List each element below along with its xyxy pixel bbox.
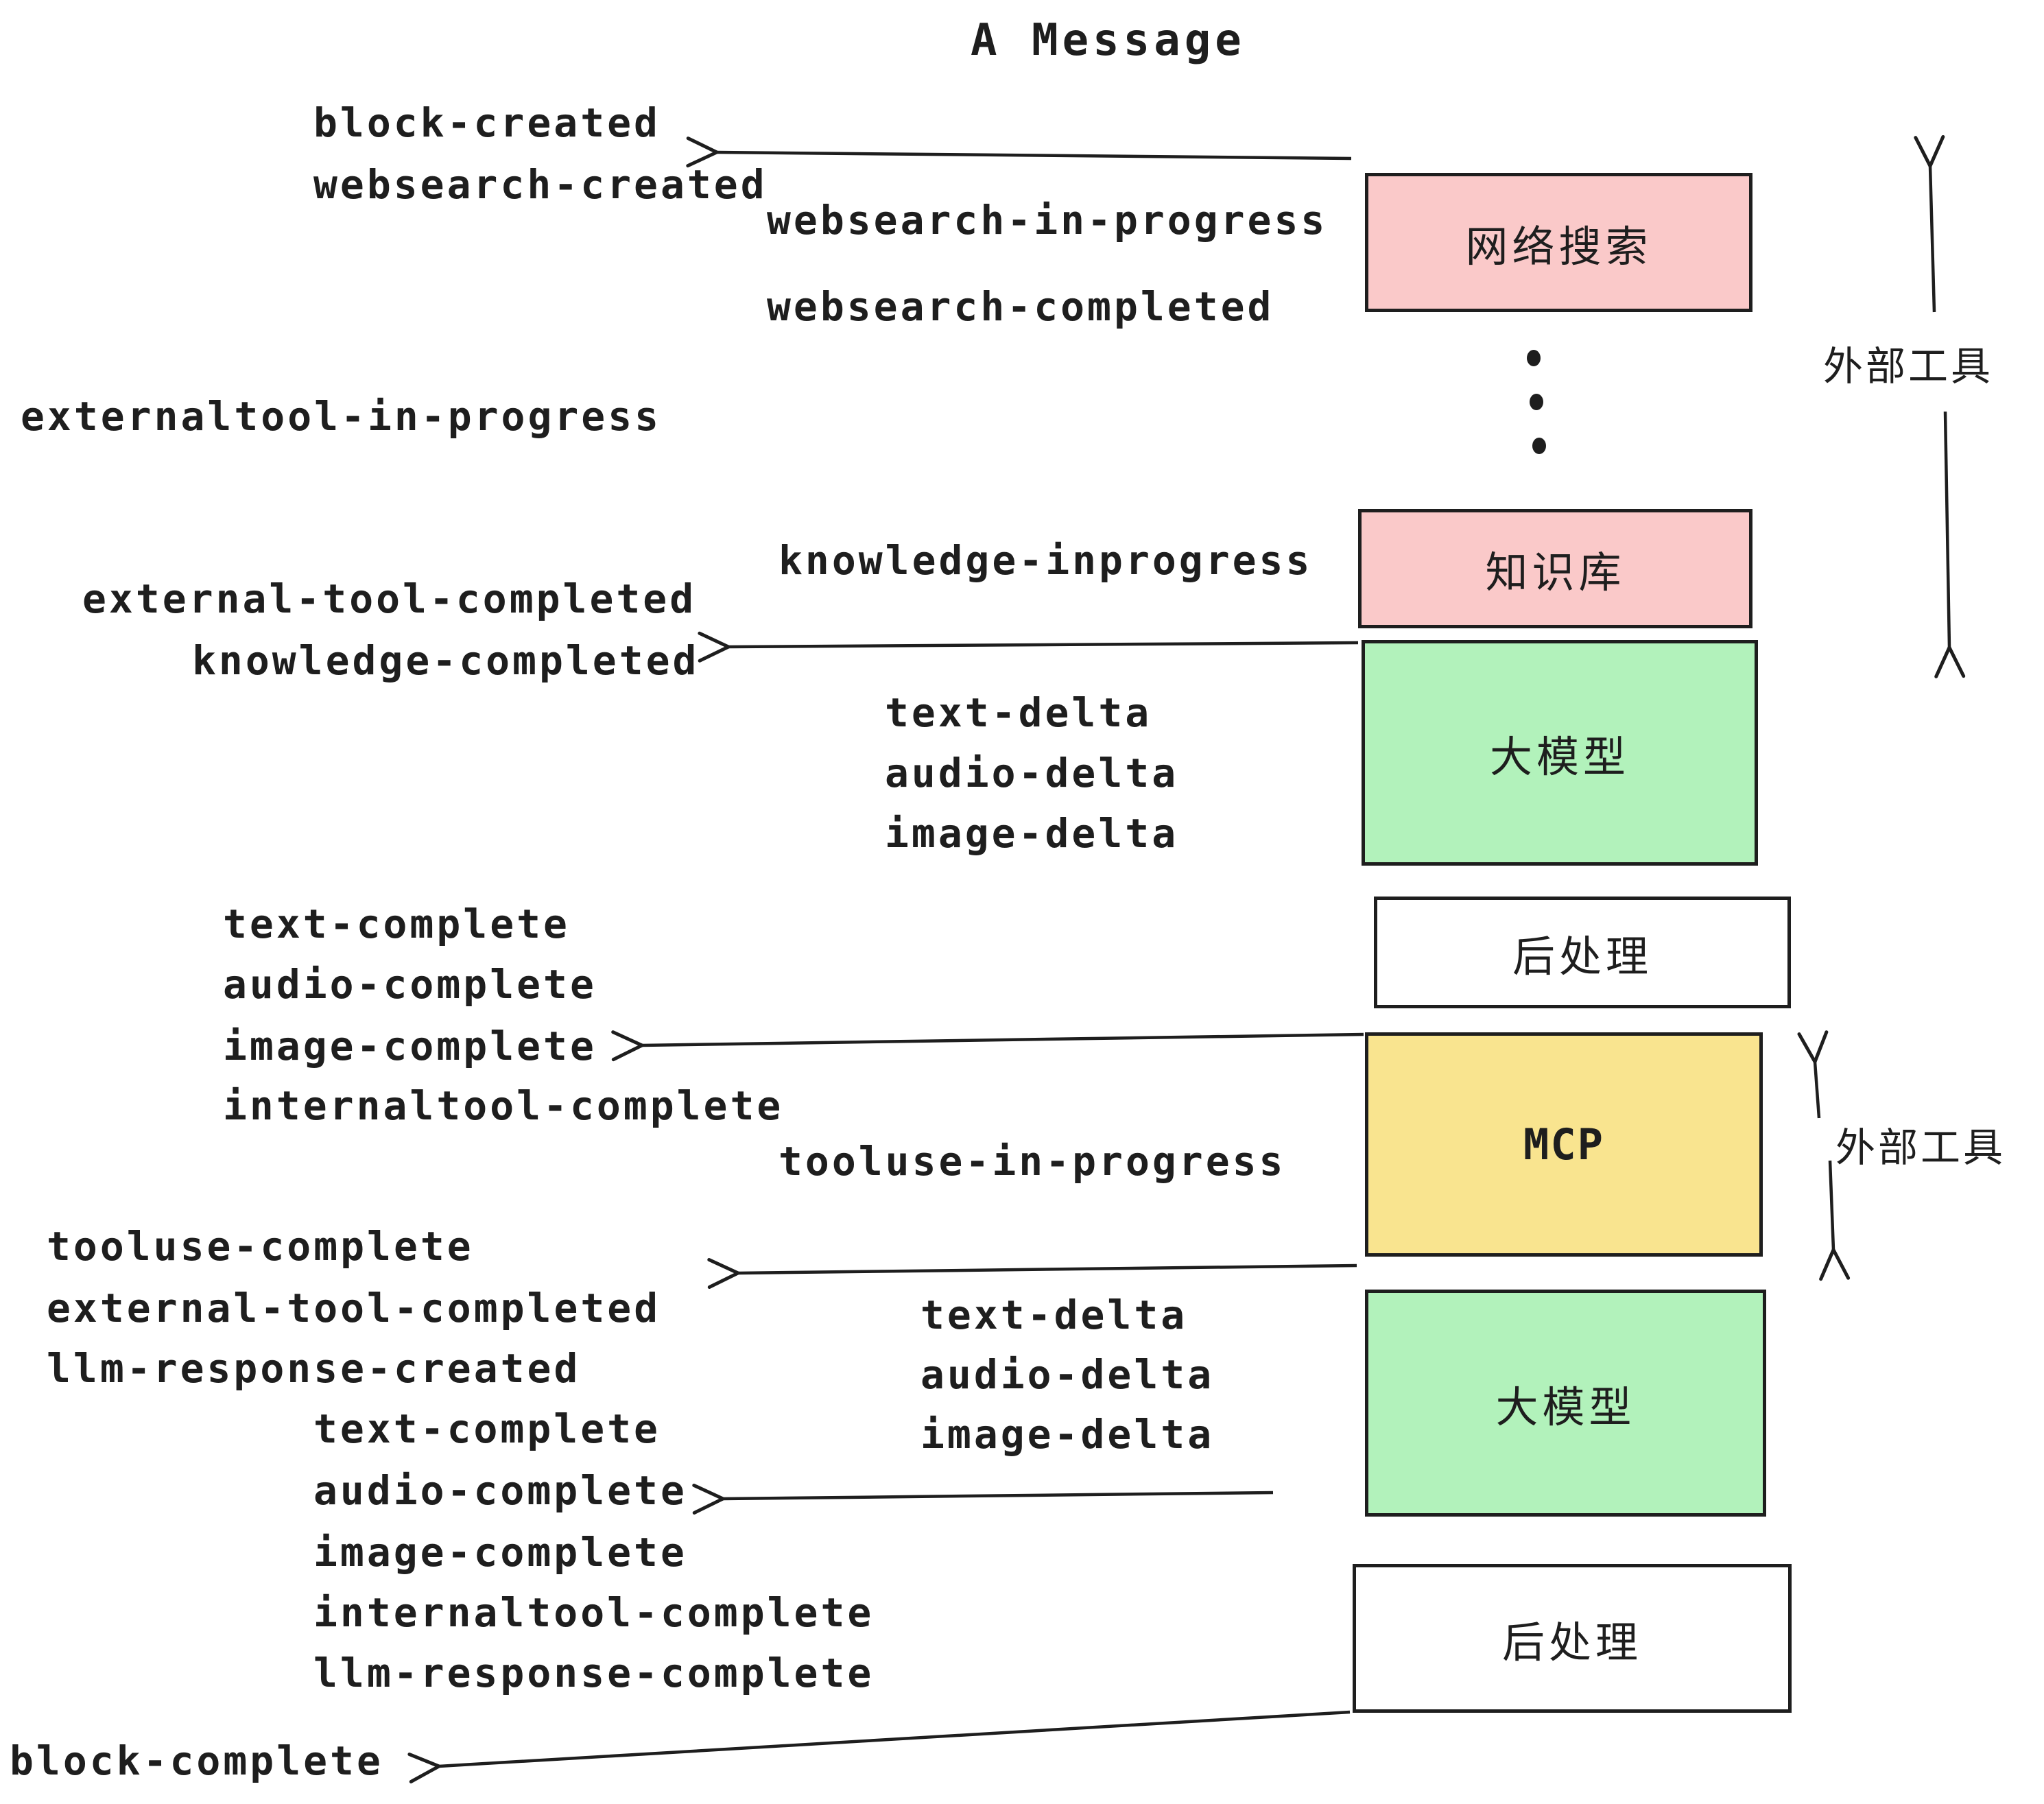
external-tool-label-2: 外部工具 [1835, 1124, 2006, 1171]
arrow-to-knowledge-completed [698, 631, 1359, 663]
event-block-created: block-created [313, 99, 661, 146]
event-internaltool-complete-1: internaltool-complete [223, 1082, 784, 1129]
box-websearch: 网络搜索 [1365, 173, 1752, 312]
event-image-complete-2: image-complete [313, 1529, 687, 1576]
vertical-ellipsis-icon [1532, 438, 1546, 454]
event-text-delta-2: text-delta [920, 1292, 1188, 1338]
box-llm-2-label: 大模型 [1495, 1381, 1636, 1432]
box-llm-1-label: 大模型 [1489, 731, 1630, 782]
arrow-to-block-complete [407, 1710, 1351, 1783]
box-postprocess-2-label: 后处理 [1501, 1617, 1642, 1667]
box-mcp-label: MCP [1523, 1119, 1604, 1170]
event-image-complete-1: image-complete [223, 1023, 597, 1069]
external-tool-up-arrow-2 [1797, 1030, 1829, 1119]
event-text-delta-1: text-delta [885, 689, 1152, 736]
diagram-title: A Message [971, 15, 1246, 66]
event-block-complete: block-complete [10, 1737, 383, 1784]
event-internaltool-complete-2: internaltool-complete [313, 1589, 875, 1636]
event-text-complete-1: text-complete [223, 901, 570, 947]
vertical-ellipsis-icon [1527, 350, 1541, 366]
event-external-tool-completed: external-tool-completed [82, 575, 697, 622]
event-websearch-created: websearch-created [313, 161, 768, 208]
box-llm-2: 大模型 [1365, 1290, 1766, 1517]
event-external-tool-completed-2: external-tool-completed [47, 1285, 661, 1331]
event-text-complete-2: text-complete [313, 1405, 661, 1452]
event-externaltool-in-progress: externaltool-in-progress [21, 393, 662, 440]
box-knowledge-label: 知识库 [1485, 547, 1626, 597]
box-postprocess-1-label: 后处理 [1512, 931, 1652, 982]
event-knowledge-inprogress: knowledge-inprogress [779, 537, 1313, 584]
box-postprocess-2: 后处理 [1353, 1564, 1792, 1713]
arrow-to-image-complete [611, 1030, 1364, 1062]
arrow-to-audio-complete [692, 1483, 1274, 1515]
event-websearch-completed: websearch-completed [767, 283, 1274, 330]
event-audio-complete-2: audio-complete [313, 1467, 687, 1514]
external-tool-down-arrow-2 [1819, 1160, 1851, 1281]
external-tool-up-arrow-1 [1914, 134, 1945, 313]
box-mcp: MCP [1365, 1032, 1763, 1257]
event-tooluse-complete: tooluse-complete [47, 1223, 474, 1270]
box-knowledge: 知识库 [1358, 509, 1752, 628]
event-audio-delta-2: audio-delta [920, 1351, 1215, 1398]
arrow-to-external-tool-completed [707, 1258, 1357, 1290]
box-websearch-label: 网络搜索 [1465, 221, 1652, 272]
event-image-delta-1: image-delta [885, 810, 1179, 857]
event-llm-response-complete: llm-response-complete [313, 1650, 875, 1696]
event-image-delta-2: image-delta [920, 1411, 1215, 1458]
event-tooluse-in-progress: tooluse-in-progress [779, 1138, 1286, 1185]
external-tool-label-1: 外部工具 [1823, 343, 1994, 390]
event-websearch-in-progress: websearch-in-progress [767, 197, 1328, 244]
box-postprocess-1: 后处理 [1374, 897, 1791, 1008]
external-tool-down-arrow-1 [1934, 411, 1966, 678]
arrow-to-block-created [686, 137, 1352, 168]
vertical-ellipsis-icon [1530, 394, 1543, 410]
event-knowledge-completed: knowledge-completed [192, 637, 700, 684]
event-llm-response-created: llm-response-created [47, 1345, 581, 1392]
event-audio-delta-1: audio-delta [885, 750, 1179, 796]
box-llm-1: 大模型 [1362, 640, 1758, 866]
event-audio-complete-1: audio-complete [223, 961, 597, 1008]
